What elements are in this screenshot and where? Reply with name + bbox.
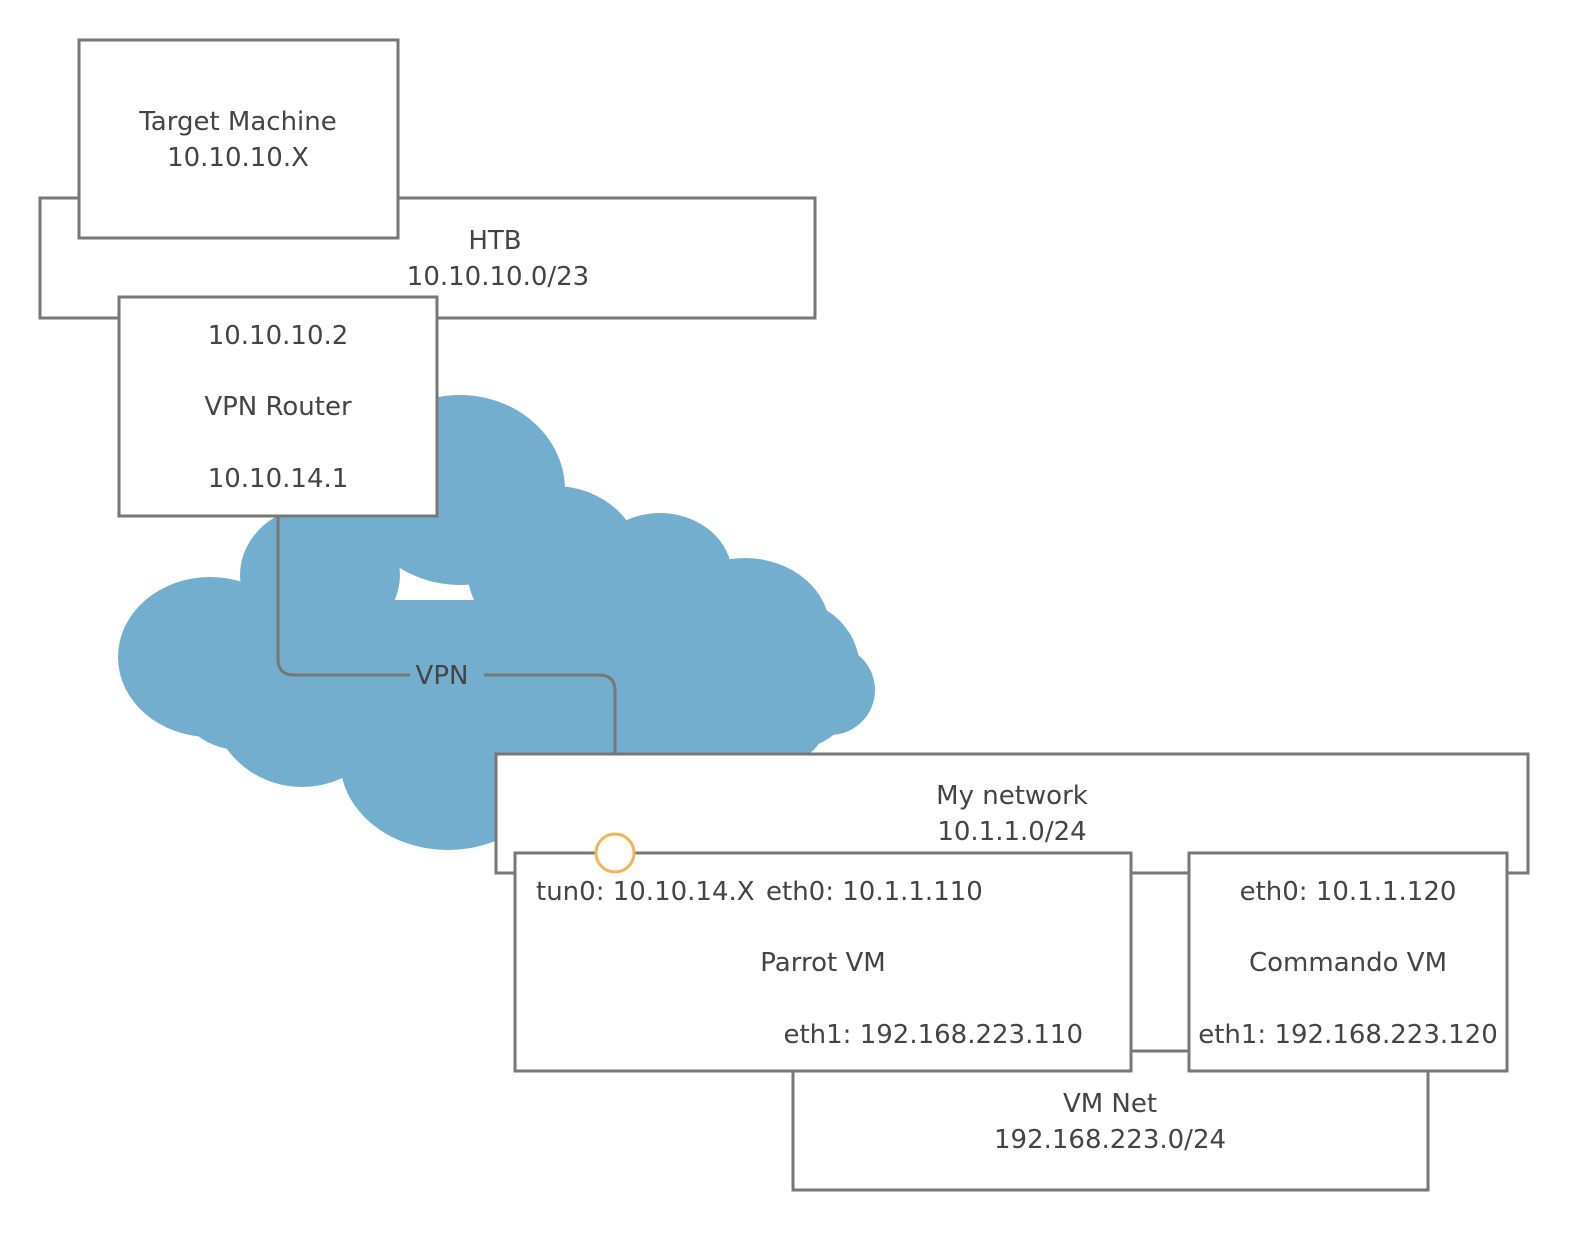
commando-vm-eth0: eth0: 10.1.1.120	[1240, 877, 1457, 907]
parrot-vm-box	[513, 851, 1133, 1073]
vpn-router-box	[117, 295, 439, 518]
target-machine-name: Target Machine	[138, 107, 337, 137]
commando-vm-box	[1187, 851, 1509, 1073]
vpn-link-line-left	[276, 516, 410, 677]
vpn-link-label: VPN	[416, 661, 469, 691]
vm-net-name: VM Net	[1063, 1089, 1157, 1119]
htb-name: HTB	[468, 226, 521, 256]
vpn-router-ip-htb: 10.10.10.2	[208, 321, 349, 351]
parrot-vm-tun0: tun0: 10.10.14.X	[536, 877, 755, 907]
parrot-vm-name: Parrot VM	[760, 948, 885, 978]
my-network-subnet: 10.1.1.0/24	[937, 817, 1086, 847]
target-machine-ip: 10.10.10.X	[167, 143, 309, 173]
parrot-vm-eth0: eth0: 10.1.1.110	[766, 877, 983, 907]
target-machine-box	[77, 38, 400, 240]
vpn-router-name: VPN Router	[204, 392, 352, 422]
parrot-vm: tun0: 10.10.14.X eth0: 10.1.1.110 Parrot…	[513, 851, 1133, 1073]
vm-net-subnet: 192.168.223.0/24	[994, 1125, 1226, 1155]
commando-vm-name: Commando VM	[1249, 948, 1447, 978]
htb-subnet: 10.10.10.0/23	[407, 262, 589, 292]
vpn-router-ip-vpn: 10.10.14.1	[208, 464, 349, 494]
vpn-link: VPN	[276, 516, 617, 834]
parrot-vm-eth1: eth1: 192.168.223.110	[783, 1020, 1083, 1050]
vm-net-box	[791, 1049, 1430, 1192]
vm-net: VM Net 192.168.223.0/24	[791, 1049, 1430, 1192]
target-machine: Target Machine 10.10.10.X	[77, 38, 400, 240]
tun0-interface-marker	[594, 832, 636, 874]
vpn-router: 10.10.10.2 VPN Router 10.10.14.1	[117, 295, 439, 518]
my-network-name: My network	[936, 781, 1088, 811]
commando-vm: eth0: 10.1.1.120 Commando VM eth1: 192.1…	[1187, 851, 1509, 1073]
commando-vm-eth1: eth1: 192.168.223.120	[1198, 1020, 1498, 1050]
vpn-link-line-right	[484, 673, 617, 834]
